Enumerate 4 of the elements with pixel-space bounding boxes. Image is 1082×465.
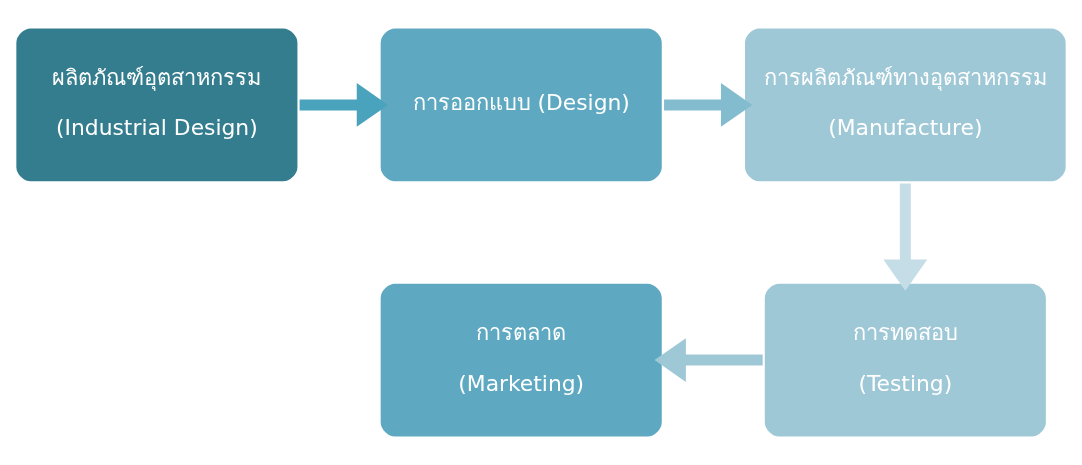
arrow xyxy=(883,183,928,291)
arrow xyxy=(654,338,763,383)
arrow xyxy=(299,82,389,127)
arrow xyxy=(664,82,753,127)
